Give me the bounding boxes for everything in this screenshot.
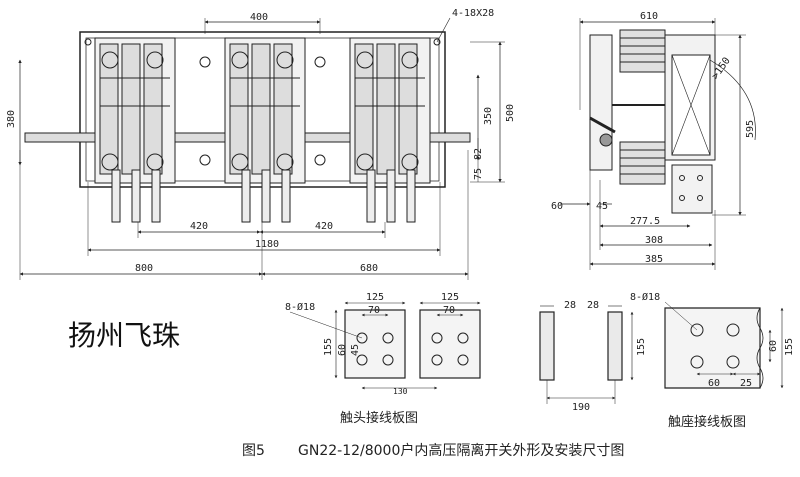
dim-bottom-800: 800 bbox=[135, 263, 153, 274]
dim-bottom-420a: 420 bbox=[190, 221, 208, 232]
contact-h155: 155 bbox=[323, 338, 334, 356]
base-t28b: 28 bbox=[587, 300, 599, 311]
contact-spacing130: 130 bbox=[393, 387, 408, 396]
insulator-bottom bbox=[619, 141, 666, 185]
dim-side-60: 60 bbox=[551, 201, 563, 212]
contact-w125b: 125 bbox=[441, 292, 459, 303]
brand-text: 扬州飞珠 bbox=[68, 319, 180, 352]
contact-w125a: 125 bbox=[366, 292, 384, 303]
insulator-top bbox=[619, 29, 666, 73]
contact-holes: 8-Ø18 bbox=[285, 301, 315, 313]
dim-side-45: 45 bbox=[596, 201, 608, 212]
contact-plate-drawing: 8-Ø18 125 70 125 70 155 60 45 130 触头接线板图 bbox=[285, 292, 481, 426]
pole-group-1 bbox=[94, 37, 176, 223]
dim-top-400: 400 bbox=[250, 12, 268, 23]
base-holes: 8-Ø18 bbox=[630, 291, 660, 303]
dim-left-380: 380 bbox=[6, 110, 17, 128]
base-w25: 25 bbox=[740, 378, 752, 389]
contact-h60: 60 bbox=[337, 344, 348, 356]
base-plate-label: 触座接线板图 bbox=[668, 414, 746, 430]
dim-right-500: 500 bbox=[505, 104, 516, 122]
dim-side-277: 277.5 bbox=[630, 216, 660, 227]
side-view: 610 >150 595 60 45 277.5 308 385 bbox=[551, 11, 756, 270]
dim-side-595: 595 bbox=[745, 120, 756, 138]
contact-w70a: 70 bbox=[368, 305, 380, 316]
dim-right-350: 350 bbox=[483, 107, 494, 125]
dim-bottom-420b: 420 bbox=[315, 221, 333, 232]
front-view: 400 4-18X28 380 350 500 75 82 420 420 11… bbox=[6, 8, 516, 280]
pole-group-2 bbox=[224, 37, 306, 223]
dim-holes-label: 4-18X28 bbox=[452, 8, 494, 19]
dim-side-308: 308 bbox=[645, 235, 663, 246]
contact-w70b: 70 bbox=[443, 305, 455, 316]
dim-right-82: 82 bbox=[473, 148, 484, 160]
contact-plate-label: 触头接线板图 bbox=[340, 410, 418, 426]
base-w190: 190 bbox=[572, 402, 590, 413]
dim-side-610: 610 bbox=[640, 11, 658, 22]
base-plate-drawing: 28 28 155 190 8-Ø18 60 155 60 25 触座接线板图 bbox=[539, 291, 795, 430]
figure-number: 图5 bbox=[242, 443, 265, 459]
dim-bottom-680: 680 bbox=[360, 263, 378, 274]
dim-bottom-1180: 1180 bbox=[255, 239, 279, 250]
pole-group-3 bbox=[349, 37, 431, 223]
dim-right-75: 75 bbox=[473, 168, 484, 180]
base-h155r: 155 bbox=[784, 338, 795, 356]
base-t28a: 28 bbox=[564, 300, 576, 311]
contact-h45: 45 bbox=[350, 344, 361, 356]
dim-side-385: 385 bbox=[645, 254, 663, 265]
base-h60: 60 bbox=[768, 340, 779, 352]
figure-title: GN22-12/8000户内高压隔离开关外形及安装尺寸图 bbox=[298, 442, 624, 459]
base-h155: 155 bbox=[636, 338, 647, 356]
base-w60: 60 bbox=[708, 378, 720, 389]
